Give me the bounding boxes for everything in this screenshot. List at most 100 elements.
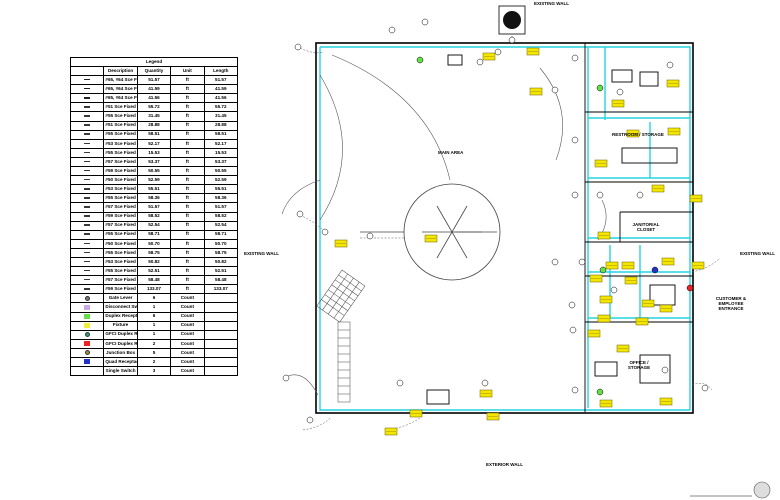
legend-swatch-icon [84, 169, 91, 172]
legend-quantity: 1 [136, 302, 172, 313]
legend-unit: ft [170, 229, 205, 240]
legend-length [203, 347, 239, 359]
legend-unit: ft [170, 238, 205, 249]
legend-symbol [69, 347, 105, 359]
legend-swatch-icon [84, 233, 91, 235]
legend-description: #55 Sce Fixed W [103, 147, 138, 158]
electrical-device-icon [661, 366, 669, 374]
legend-unit: Count [170, 338, 205, 349]
legend-length: 51.57 [203, 202, 239, 213]
electrical-device-icon [571, 386, 579, 394]
electrical-device-icon [686, 284, 694, 292]
legend-quantity: 52.59 [136, 175, 172, 186]
electrical-device-icon [571, 191, 579, 199]
legend-unit: Count [170, 311, 205, 322]
legend-quantity: 31.45 [136, 111, 172, 122]
legend-length: 41.56 [203, 93, 239, 104]
legend-description: #65, #64 Sce Fixed W [103, 93, 138, 104]
electrical-device-icon [571, 54, 579, 62]
legend-unit: ft [170, 138, 205, 149]
exterior-unit-icon [498, 5, 526, 35]
legend-length: 28.88 [203, 120, 239, 131]
legend-unit: Count [170, 347, 205, 359]
electrical-device-icon [616, 88, 624, 96]
legend-description: Fixture [103, 320, 138, 331]
legend-quantity: 58.36 [136, 193, 172, 204]
fixture-tags [334, 47, 705, 436]
legend-description: GFCI Duplex Receptacle WP [103, 329, 138, 340]
legend-description: #53 Sce Fixed W [103, 184, 138, 195]
legend-length: 52.17 [203, 138, 239, 149]
legend-header-length: Length [203, 65, 239, 77]
legend-symbol [69, 138, 105, 149]
legend-swatch-icon [84, 260, 91, 263]
legend-length: 58.75 [203, 247, 239, 258]
legend-swatch-icon [84, 160, 91, 163]
legend-quantity: 2 [136, 338, 172, 349]
legend-swatch-icon [84, 115, 91, 117]
legend-swatch-icon [84, 124, 91, 126]
room-main-area: MAIN AREA [438, 150, 464, 155]
legend-length: 52.51 [203, 266, 239, 277]
legend-symbol [69, 247, 105, 258]
legend-quantity: 41.56 [136, 93, 172, 104]
legend-symbol [69, 75, 105, 86]
electrical-device-icon [596, 388, 604, 396]
legend-swatch-icon [84, 133, 91, 135]
legend-swatch-icon [84, 151, 91, 154]
electrical-device-icon [596, 84, 604, 92]
legend-symbol [69, 311, 105, 322]
legend-unit: ft [170, 284, 205, 295]
legend-description: GFCI Duplex Receptacle [103, 338, 138, 349]
legend-description: #59 Sce Fixed W [103, 211, 138, 222]
legend-unit: ft [170, 184, 205, 195]
legend-length: 31.45 [203, 111, 239, 122]
legend-quantity: 5 [136, 347, 172, 359]
legend-unit: ft [170, 84, 205, 95]
legend-length: 41.59 [203, 84, 239, 95]
legend-description: #55 Sce Fixed W [103, 129, 138, 140]
electrical-device-icon [599, 266, 607, 274]
legend-table: Legend Description Quantity Unit Length … [69, 57, 239, 377]
legend-description: #55 Sce Fixed W [103, 229, 138, 240]
legend-title: Legend [70, 57, 238, 67]
legend-symbol [69, 293, 105, 304]
electrical-device-icon [568, 301, 576, 309]
legend-swatch-icon [84, 278, 91, 281]
legend-swatch-icon [84, 304, 91, 310]
legend-symbol [69, 320, 105, 331]
legend-length: 55.51 [203, 184, 239, 195]
legend-symbol [69, 166, 105, 177]
legend-length: 53.37 [203, 156, 239, 168]
electrical-device-icon [421, 18, 429, 26]
legend-swatch-icon [84, 323, 91, 329]
legend-quantity: 51.57 [136, 202, 172, 213]
legend-swatch-icon [84, 215, 91, 217]
legend-unit: ft [170, 156, 205, 168]
legend-symbol [69, 111, 105, 122]
legend-row: Duplex Receptacle6Count [69, 311, 239, 322]
legend-length: 15.53 [203, 147, 239, 158]
legend-swatch-icon [84, 142, 91, 145]
legend-swatch-icon [84, 288, 91, 290]
electrical-device-icon [481, 379, 489, 387]
legend-quantity: 55.51 [136, 184, 172, 195]
legend-description: #53 Sce Fixed W [103, 256, 138, 268]
legend-symbol [69, 193, 105, 204]
legend-unit: ft [170, 166, 205, 177]
label-top-right: EXISTING WALL [534, 1, 570, 6]
legend-description: #51 Sce Fixed W [103, 102, 138, 113]
legend-quantity: 55.72 [136, 102, 172, 113]
electrical-device-icon [306, 416, 314, 424]
legend-quantity: 6 [136, 293, 172, 304]
legend-unit: ft [170, 147, 205, 158]
legend-symbol [69, 229, 105, 240]
legend-row: Disconnect Switch1Count [69, 302, 239, 313]
